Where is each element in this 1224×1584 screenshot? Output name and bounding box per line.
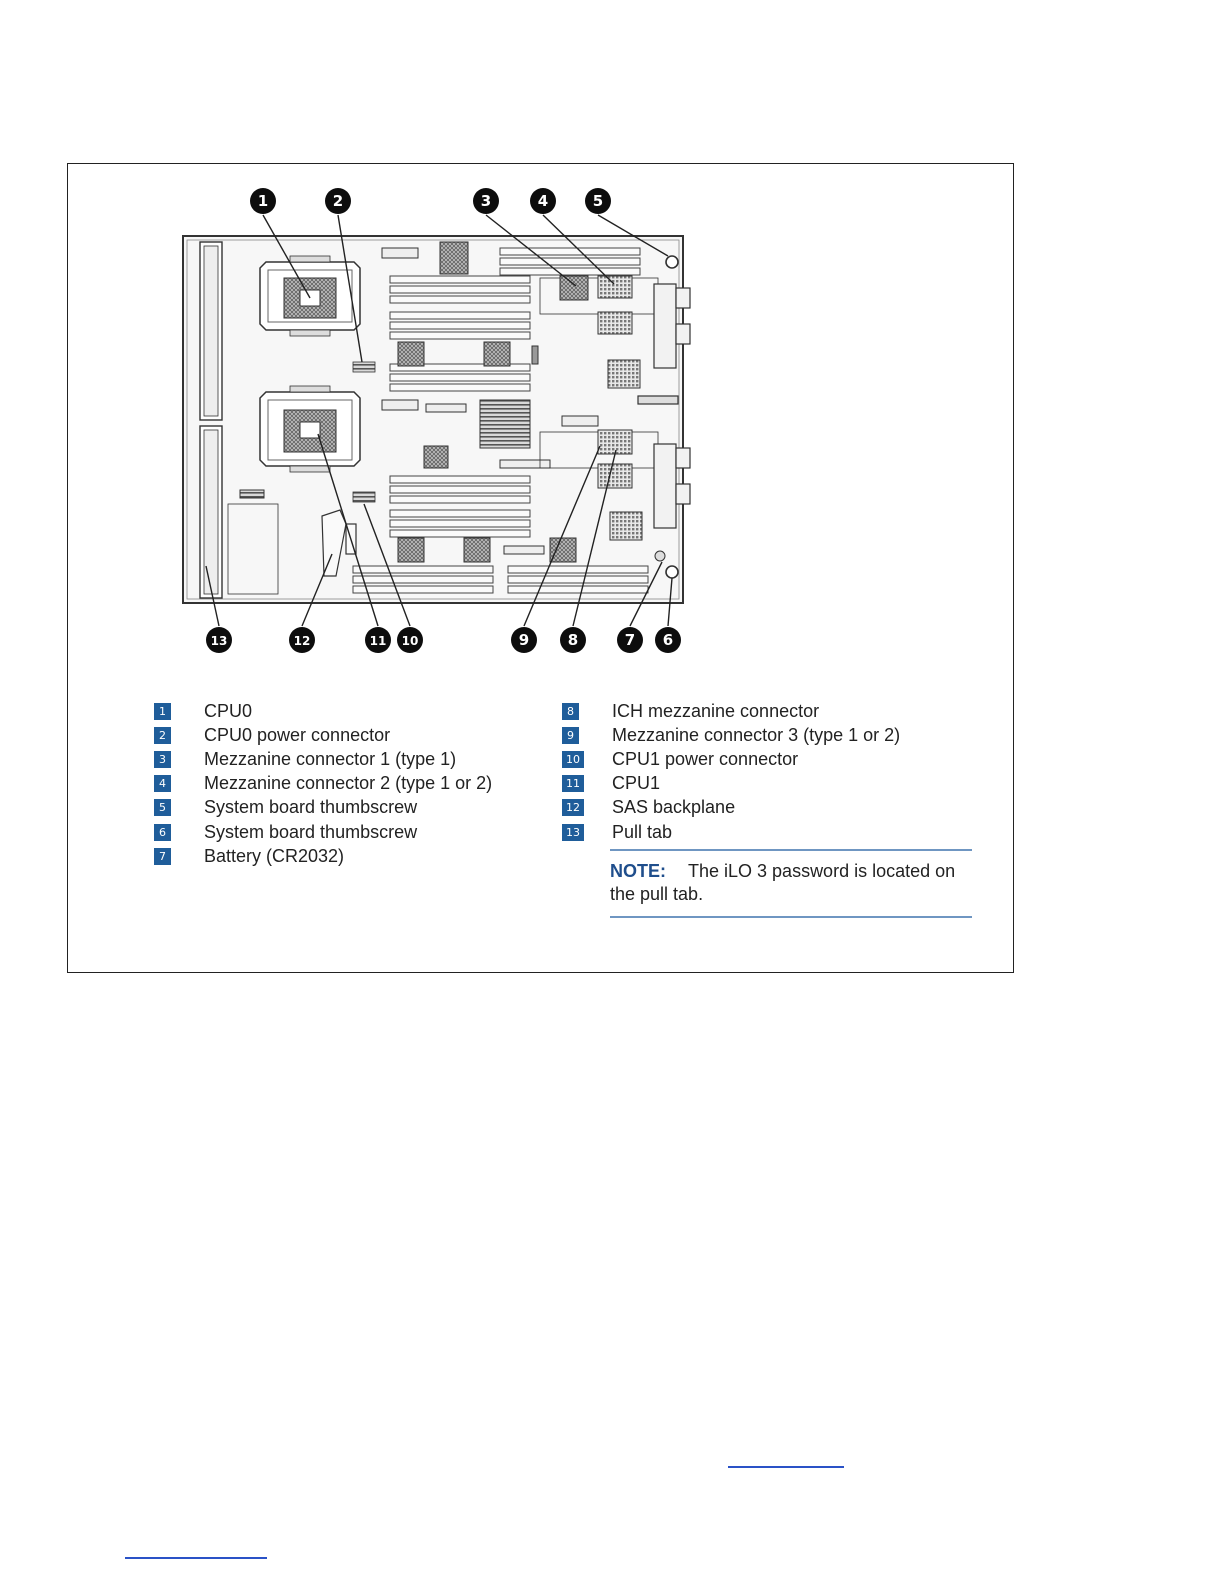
callout-number-1: 1 <box>258 192 268 210</box>
legend-label: SAS backplane <box>612 797 736 818</box>
callout-marker-10: 10 <box>397 627 423 653</box>
cpu1-power-connector <box>352 491 376 503</box>
footer-link-underline-right[interactable] <box>728 1466 844 1468</box>
legend-item-11: 11 CPU1 <box>562 772 900 796</box>
callout-marker-3: 3 <box>473 188 499 214</box>
legend-label: Mezzanine connector 3 (type 1 or 2) <box>612 724 901 745</box>
legend-item-12: 12 SAS backplane <box>562 796 900 820</box>
legend-number-box: 11 <box>562 775 584 793</box>
legend-label: Battery (CR2032) <box>204 845 345 866</box>
callout-number-3: 3 <box>481 192 491 210</box>
callout-marker-2: 2 <box>325 188 351 214</box>
legend-number-box: 8 <box>562 702 579 720</box>
legend-number-box: 7 <box>154 847 171 865</box>
note-text: The iLO 3 password is located on the pul… <box>610 861 956 904</box>
callout-number-4: 4 <box>538 192 548 210</box>
footer-link-underline-left[interactable] <box>125 1557 267 1559</box>
left-rails <box>199 241 279 599</box>
legend-item-9: 9 Mezzanine connector 3 (type 1 or 2) <box>562 723 900 747</box>
dimm-slots <box>352 247 649 594</box>
cpu0-power-connector <box>352 361 376 373</box>
callout-marker-13: 13 <box>206 627 232 653</box>
callout-number-13: 13 <box>211 634 228 648</box>
legend-label: System board thumbscrew <box>204 821 418 842</box>
callout-marker-4: 4 <box>530 188 556 214</box>
callout-number-5: 5 <box>593 192 603 210</box>
legend-item-4: 4 Mezzanine connector 2 (type 1 or 2) <box>154 772 492 796</box>
legend-item-7: 7 Battery (CR2032) <box>154 844 492 868</box>
callout-number-2: 2 <box>333 192 343 210</box>
legend-label: CPU0 <box>204 700 253 721</box>
battery <box>654 550 666 562</box>
callout-number-7: 7 <box>625 631 635 649</box>
legend-label: Pull tab <box>612 821 673 842</box>
callout-marker-12: 12 <box>289 627 315 653</box>
callout-leader-lines <box>205 214 673 627</box>
callout-marker-8: 8 <box>560 627 586 653</box>
legend-number-box: 2 <box>154 726 171 744</box>
callout-marker-1: 1 <box>250 188 276 214</box>
legend-number-box: 6 <box>154 823 171 841</box>
callout-number-10: 10 <box>402 634 419 648</box>
legend-item-2: 2 CPU0 power connector <box>154 723 492 747</box>
legend-label: CPU1 power connector <box>612 748 799 769</box>
legend-number-box: 3 <box>154 750 171 768</box>
legend-label: System board thumbscrew <box>204 797 418 818</box>
system-board-diagram: 1 2 3 4 5 6 7 8 9 10 11 12 13 <box>182 188 691 653</box>
legend-item-10: 10 CPU1 power connector <box>562 747 900 771</box>
callout-number-8: 8 <box>568 631 578 649</box>
callout-number-12: 12 <box>294 634 311 648</box>
board-chips <box>239 241 643 563</box>
callout-marker-7: 7 <box>617 627 643 653</box>
callout-marker-11: 11 <box>365 627 391 653</box>
callout-number-11: 11 <box>370 634 387 648</box>
legend-item-6: 6 System board thumbscrew <box>154 820 492 844</box>
legend-number-box: 4 <box>154 775 171 793</box>
legend-label: CPU1 <box>612 773 661 794</box>
callout-number-6: 6 <box>663 631 673 649</box>
legend-number-box: 12 <box>562 799 584 817</box>
legend-item-3: 3 Mezzanine connector 1 (type 1) <box>154 747 492 771</box>
legend-number-box: 13 <box>562 823 584 841</box>
legend-label: Mezzanine connector 1 (type 1) <box>204 748 457 769</box>
legend-item-5: 5 System board thumbscrew <box>154 796 492 820</box>
callout-marker-9: 9 <box>511 627 537 653</box>
mezzanine-connectors <box>539 275 659 489</box>
note-block: NOTE:The iLO 3 password is located on th… <box>610 849 972 918</box>
legend-number-box: 10 <box>562 750 584 768</box>
legend-label: CPU0 power connector <box>204 724 391 745</box>
legend-number-box: 9 <box>562 726 579 744</box>
rear-connectors <box>637 283 691 529</box>
legend-label: Mezzanine connector 2 (type 1 or 2) <box>204 773 493 794</box>
cpu0-socket <box>259 255 361 337</box>
legend-item-13: 13 Pull tab <box>562 820 900 844</box>
callout-number-9: 9 <box>519 631 529 649</box>
legend-number-box: 5 <box>154 799 171 817</box>
callout-marker-6: 6 <box>655 627 681 653</box>
legend-item-1: 1 CPU0 <box>154 699 492 723</box>
legend-label: ICH mezzanine connector <box>612 700 820 721</box>
callout-marker-5: 5 <box>585 188 611 214</box>
legend-number-box: 1 <box>154 702 171 720</box>
figure-frame: 1 2 3 4 5 6 7 8 9 10 11 12 13 <box>67 163 1014 973</box>
note-label: NOTE: <box>610 861 666 881</box>
legend-right-column: 8 ICH mezzanine connector 9 Mezzanine conn… <box>562 699 900 844</box>
cpu1-socket <box>259 385 361 473</box>
legend-item-8: 8 ICH mezzanine connector <box>562 699 900 723</box>
